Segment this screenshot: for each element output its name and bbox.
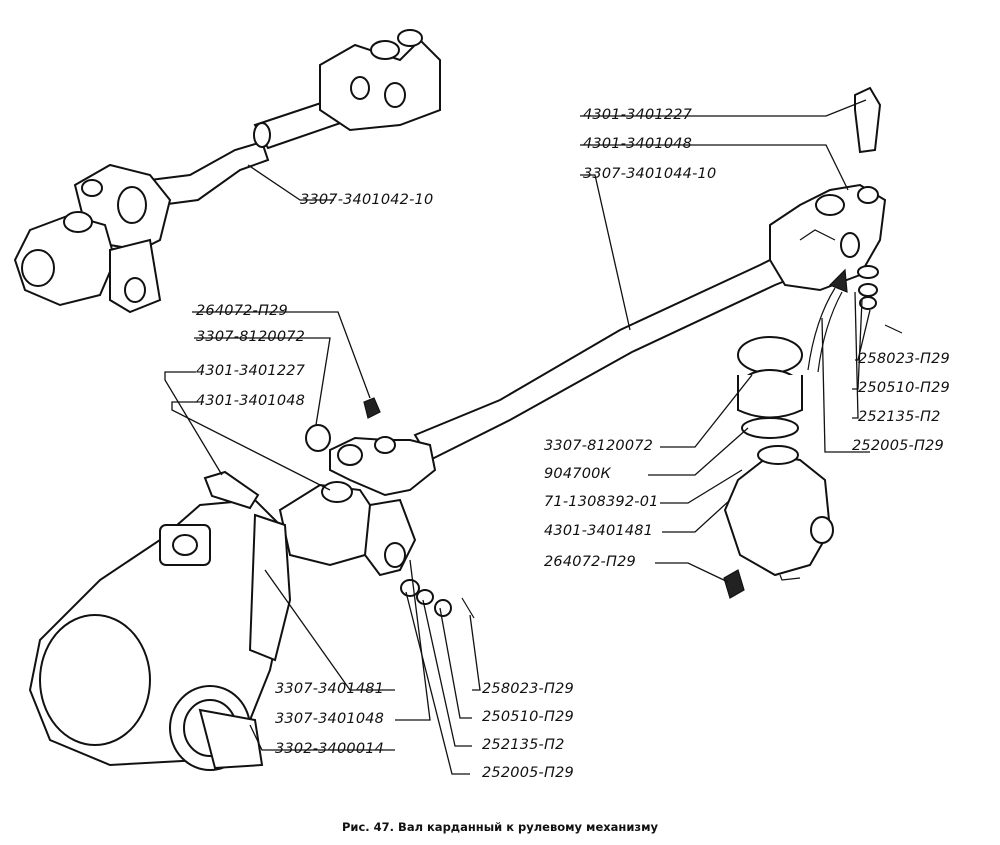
bearing-exploded-group bbox=[723, 336, 834, 581]
label-b-mechanism: 3302-3400014 bbox=[275, 741, 385, 757]
label-ex-cross: 4301-3401481 bbox=[544, 523, 654, 539]
label-b-nut: 252135-П2 bbox=[482, 737, 565, 753]
label-cross-top-right: 4301-3401048 bbox=[583, 136, 693, 152]
label-b-yoke: 3307-3401481 bbox=[275, 681, 385, 697]
label-left-bolt: 4301-3401227 bbox=[196, 363, 306, 379]
label-b-cross: 3307-3401048 bbox=[275, 711, 385, 727]
steering-mechanism bbox=[28, 498, 292, 771]
label-ex-fitting: 264072-П29 bbox=[544, 554, 636, 570]
label-ex-bearing: 71-1308392-01 bbox=[544, 494, 659, 510]
label-left-ring: 3307-8120072 bbox=[196, 329, 306, 345]
leader-lines bbox=[164, 99, 871, 775]
main-shaft bbox=[278, 183, 887, 577]
label-right-washer: 250510-П29 bbox=[858, 380, 950, 396]
assembly-arrow-icon bbox=[807, 268, 848, 373]
label-right-nut: 252135-П2 bbox=[858, 409, 941, 425]
label-bolt-top-right: 4301-3401227 bbox=[583, 107, 693, 123]
label-right-cotter: 258023-П29 bbox=[858, 351, 950, 367]
upper-shaft-assembly bbox=[13, 29, 441, 314]
label-shaft-top: 3307-3401042-10 bbox=[300, 192, 434, 208]
label-b-cotter: 258023-П29 bbox=[482, 681, 574, 697]
label-right-washer2: 252005-П29 bbox=[852, 438, 944, 454]
label-left-fitting: 264072-П29 bbox=[196, 303, 288, 319]
label-ex-ring: 3307-8120072 bbox=[544, 438, 654, 454]
label-ex-seal: 904700К bbox=[544, 466, 612, 482]
label-b-washer2: 252005-П29 bbox=[482, 765, 574, 781]
label-shaft-main: 3307-3401044-10 bbox=[583, 166, 717, 182]
label-left-cross: 4301-3401048 bbox=[196, 393, 306, 409]
small-parts bbox=[203, 86, 903, 619]
label-b-washer: 250510-П29 bbox=[482, 709, 574, 725]
figure-caption: Рис. 47. Вал карданный к рулевому механи… bbox=[342, 820, 658, 834]
